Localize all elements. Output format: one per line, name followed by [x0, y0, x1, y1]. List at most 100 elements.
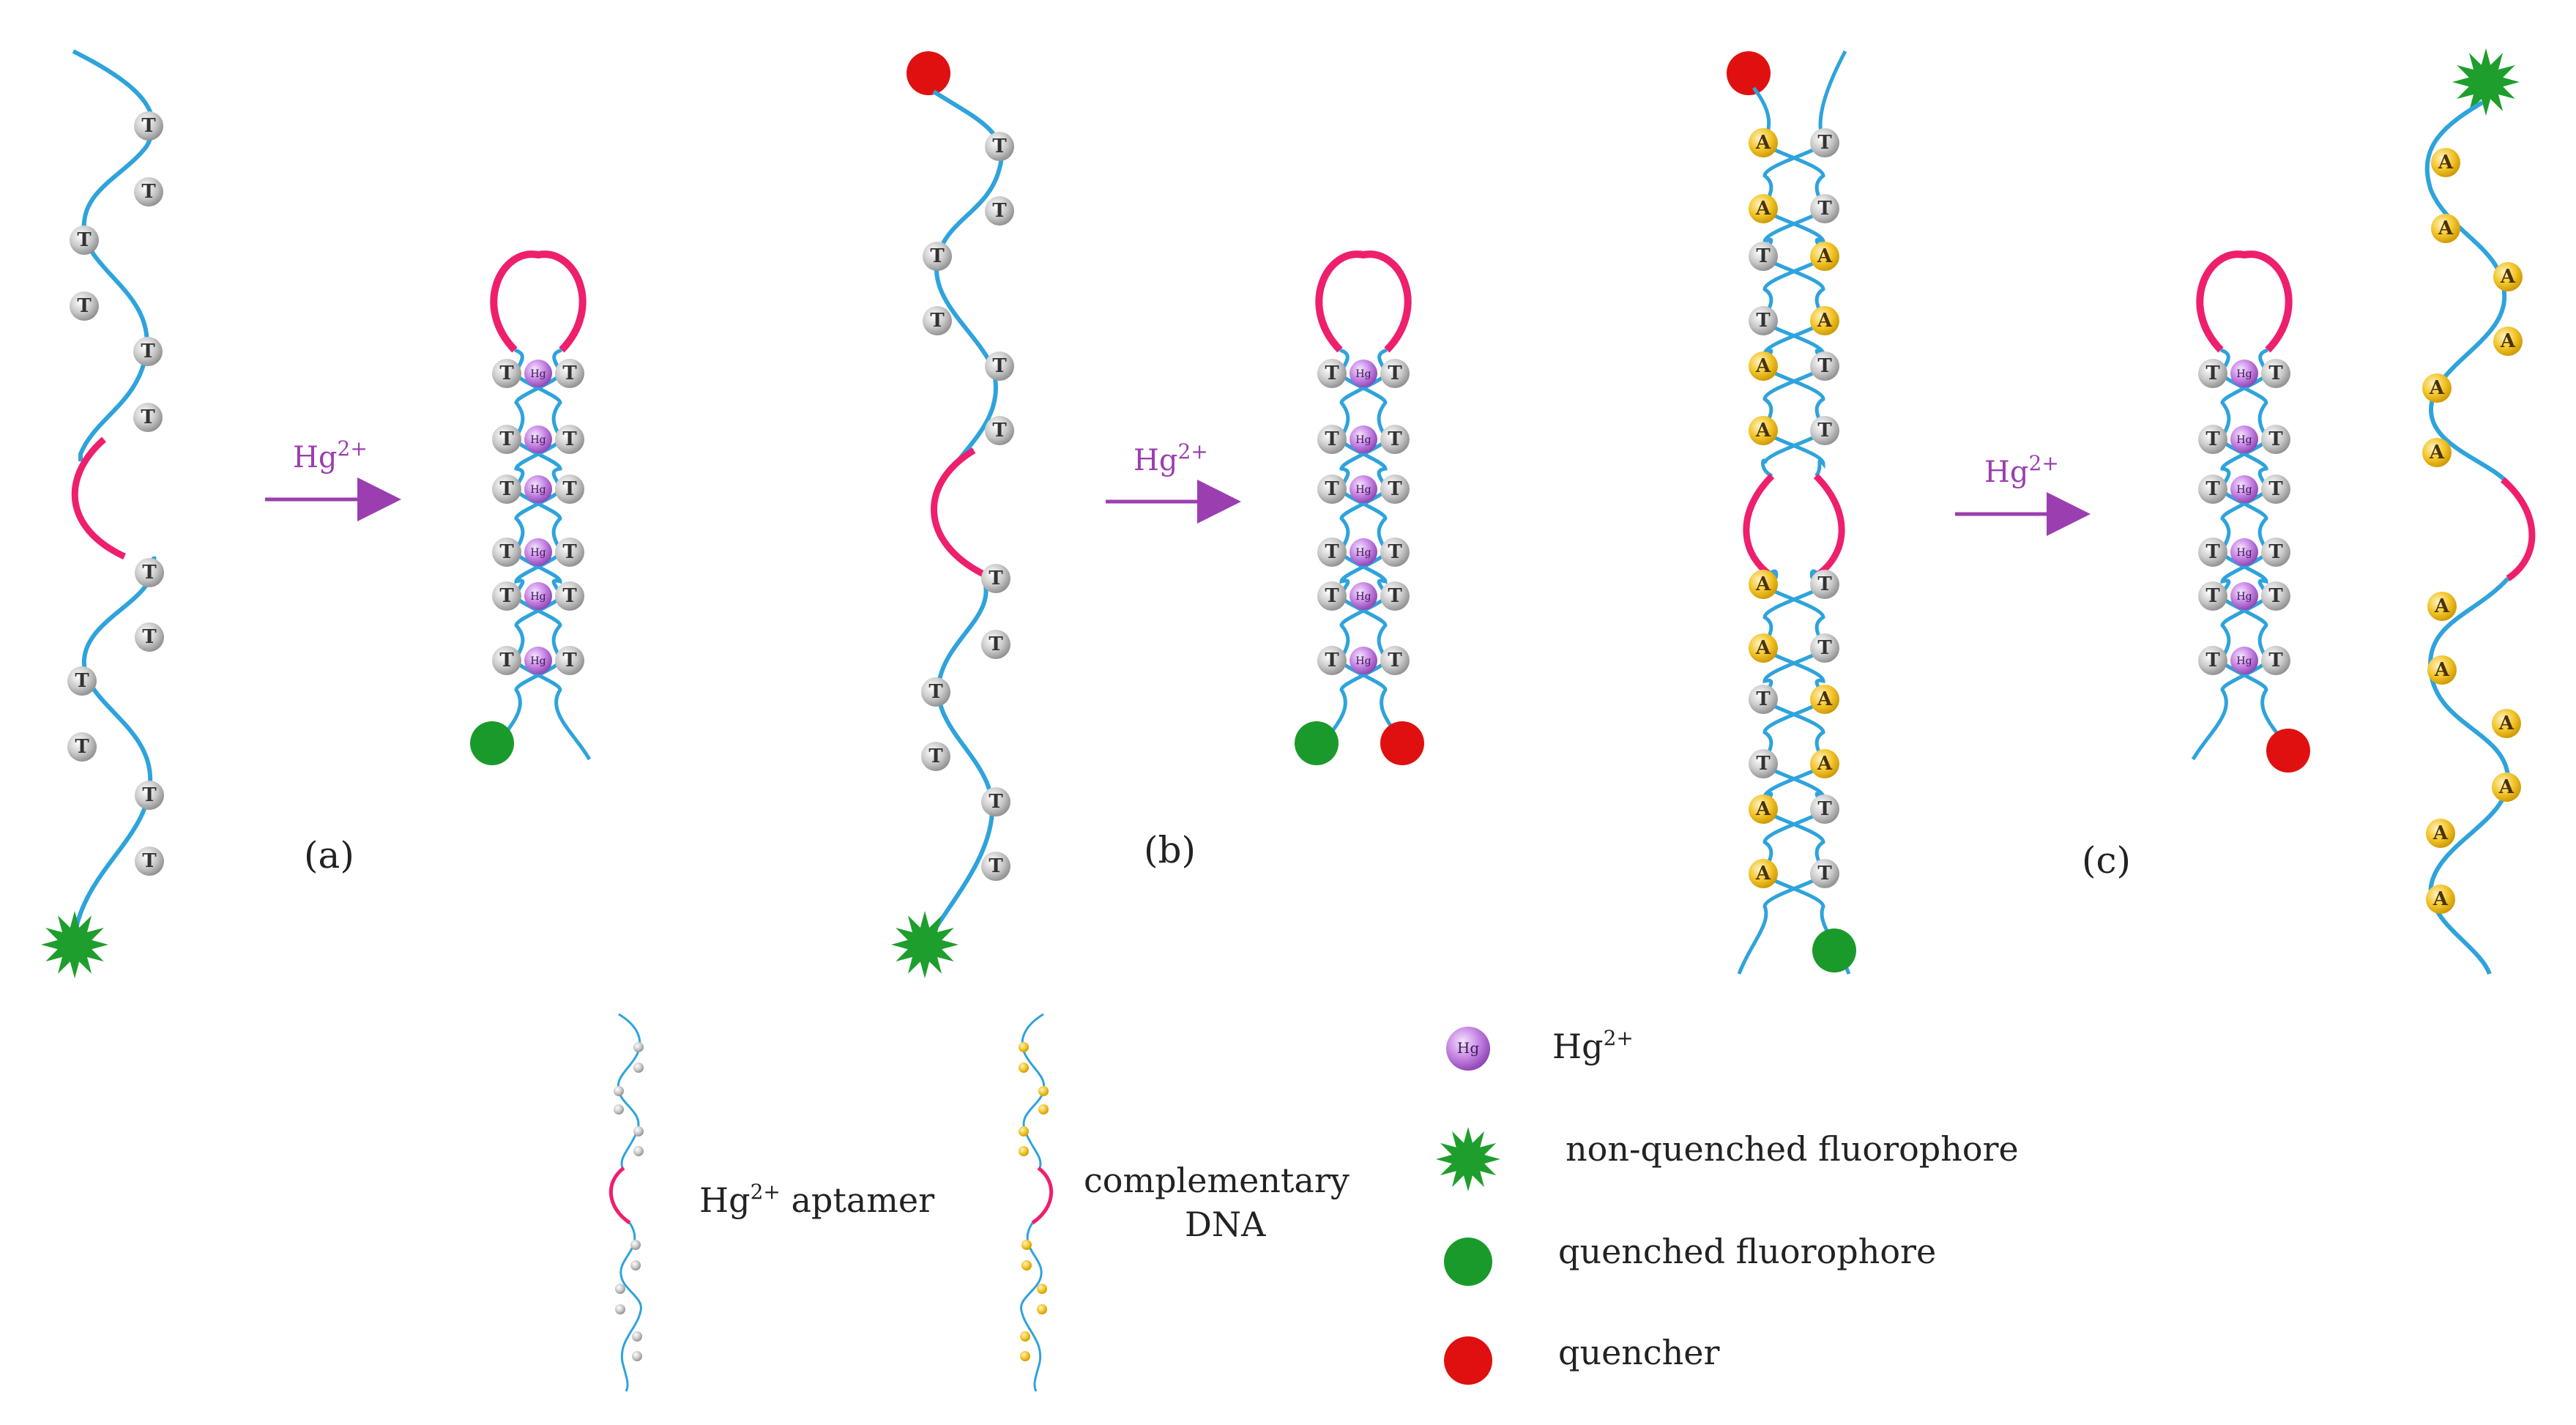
svg-text:A: A: [1755, 798, 1771, 820]
thymine-base: T: [70, 291, 99, 321]
thymine-base: T: [985, 416, 1014, 445]
adenine-base: A: [1810, 685, 1839, 714]
adenine-base: A: [2493, 262, 2523, 291]
svg-text:T: T: [1388, 585, 1402, 607]
legend-thymine-bead: [633, 1042, 644, 1052]
svg-text:A: A: [2432, 822, 2449, 844]
legend-thymine-bead: [615, 1304, 625, 1314]
thymine-base: T: [492, 359, 521, 388]
svg-text:T: T: [2205, 541, 2220, 563]
thymine-base: T: [981, 564, 1010, 593]
thymine-base: T: [1380, 581, 1410, 611]
adenine-base: A: [1810, 242, 1839, 271]
quencher-b: [907, 51, 950, 95]
thymine-base: T: [1317, 581, 1347, 611]
svg-text:A: A: [2500, 266, 2516, 288]
thymine-base: T: [135, 781, 164, 810]
mercury-ion: Hg: [1350, 475, 1377, 503]
panel-label-a: (a): [304, 834, 354, 877]
thymine-base: T: [135, 847, 164, 876]
legend-adenine-bead: [1019, 1146, 1029, 1156]
adenine-base: A: [1749, 194, 1778, 223]
svg-text:T: T: [499, 362, 514, 384]
svg-text:T: T: [2205, 362, 2220, 384]
thymine-base: T: [985, 132, 1014, 161]
thymine-base: T: [923, 242, 952, 271]
thymine-base: T: [134, 177, 163, 207]
adenine-base: A: [1749, 351, 1778, 381]
svg-text:T: T: [1388, 478, 1402, 500]
mercury-ion: Hg: [524, 538, 552, 566]
legend-adenine-bead: [1020, 1331, 1030, 1342]
legend-adenine-bead: [1037, 1304, 1047, 1314]
svg-text:Hg: Hg: [530, 591, 546, 603]
mercury-ion: Hg: [524, 360, 552, 387]
legend-adenine-bead: [1021, 1260, 1032, 1270]
svg-text:A: A: [2438, 152, 2454, 174]
svg-text:T: T: [499, 585, 514, 607]
svg-text:A: A: [2429, 442, 2445, 464]
adenine-base: A: [1749, 795, 1778, 824]
svg-text:A: A: [1755, 132, 1771, 154]
adenine-base: A: [1749, 128, 1778, 157]
adenine-base: A: [1749, 633, 1778, 663]
svg-text:A: A: [1755, 637, 1771, 659]
non-quenched-fluorophore-b: [891, 911, 958, 978]
quenched-fluorophore-a: [470, 721, 514, 765]
thymine-base: T: [1749, 306, 1778, 335]
svg-text:Hg: Hg: [530, 655, 546, 667]
svg-text:T: T: [142, 626, 157, 648]
legend-thymine-bead: [633, 1063, 644, 1073]
svg-text:A: A: [2434, 659, 2450, 681]
mercury-ion: Hg: [1350, 582, 1377, 610]
legend-thymine-bead: [633, 1146, 644, 1156]
mercury-ion: Hg: [1350, 538, 1377, 566]
thymine-base: T: [981, 852, 1010, 881]
thymine-base: T: [1810, 416, 1839, 445]
svg-text:T: T: [1388, 362, 1402, 384]
thymine-base: T: [555, 646, 584, 675]
svg-text:T: T: [499, 541, 514, 563]
thymine-base: T: [1380, 425, 1410, 454]
svg-text:T: T: [141, 115, 156, 137]
adenine-base: A: [2492, 773, 2521, 802]
arrow-label-b: Hg2+: [1133, 439, 1208, 477]
svg-text:T: T: [928, 745, 943, 767]
legend-quencher-label: quencher: [1558, 1333, 1720, 1372]
svg-text:A: A: [2498, 712, 2514, 734]
svg-text:T: T: [989, 633, 1003, 655]
svg-text:T: T: [141, 341, 155, 362]
svg-text:T: T: [499, 650, 514, 671]
aptamer-loop-a: [71, 436, 126, 560]
adenine-base: A: [2422, 438, 2452, 467]
svg-text:T: T: [1388, 650, 1402, 671]
adenine-base: A: [2493, 327, 2523, 356]
arrow-label-a: Hg2+: [293, 436, 368, 475]
svg-text:T: T: [75, 670, 89, 692]
thymine-base: T: [2198, 425, 2227, 454]
svg-text:T: T: [2268, 650, 2283, 671]
svg-text:A: A: [2438, 217, 2454, 239]
svg-text:T: T: [2205, 650, 2220, 671]
thymine-base: T: [981, 630, 1010, 659]
svg-text:T: T: [992, 355, 1007, 377]
svg-text:T: T: [562, 362, 577, 384]
svg-text:A: A: [1817, 753, 1833, 775]
svg-text:T: T: [1817, 198, 1832, 220]
adenine-base: A: [1749, 570, 1778, 599]
adenine-base: A: [2431, 214, 2460, 243]
thymine-base: T: [1810, 351, 1839, 381]
svg-text:T: T: [1388, 428, 1402, 450]
svg-text:A: A: [1817, 310, 1833, 332]
svg-text:T: T: [930, 310, 945, 332]
svg-text:T: T: [75, 736, 89, 758]
adenine-base: A: [2422, 373, 2452, 403]
legend-complementary-label-2: DNA: [1185, 1205, 1266, 1244]
svg-text:T: T: [2268, 541, 2283, 563]
legend-non-quenched-label: non-quenched fluorophore: [1566, 1129, 2019, 1169]
svg-text:A: A: [1755, 198, 1771, 220]
